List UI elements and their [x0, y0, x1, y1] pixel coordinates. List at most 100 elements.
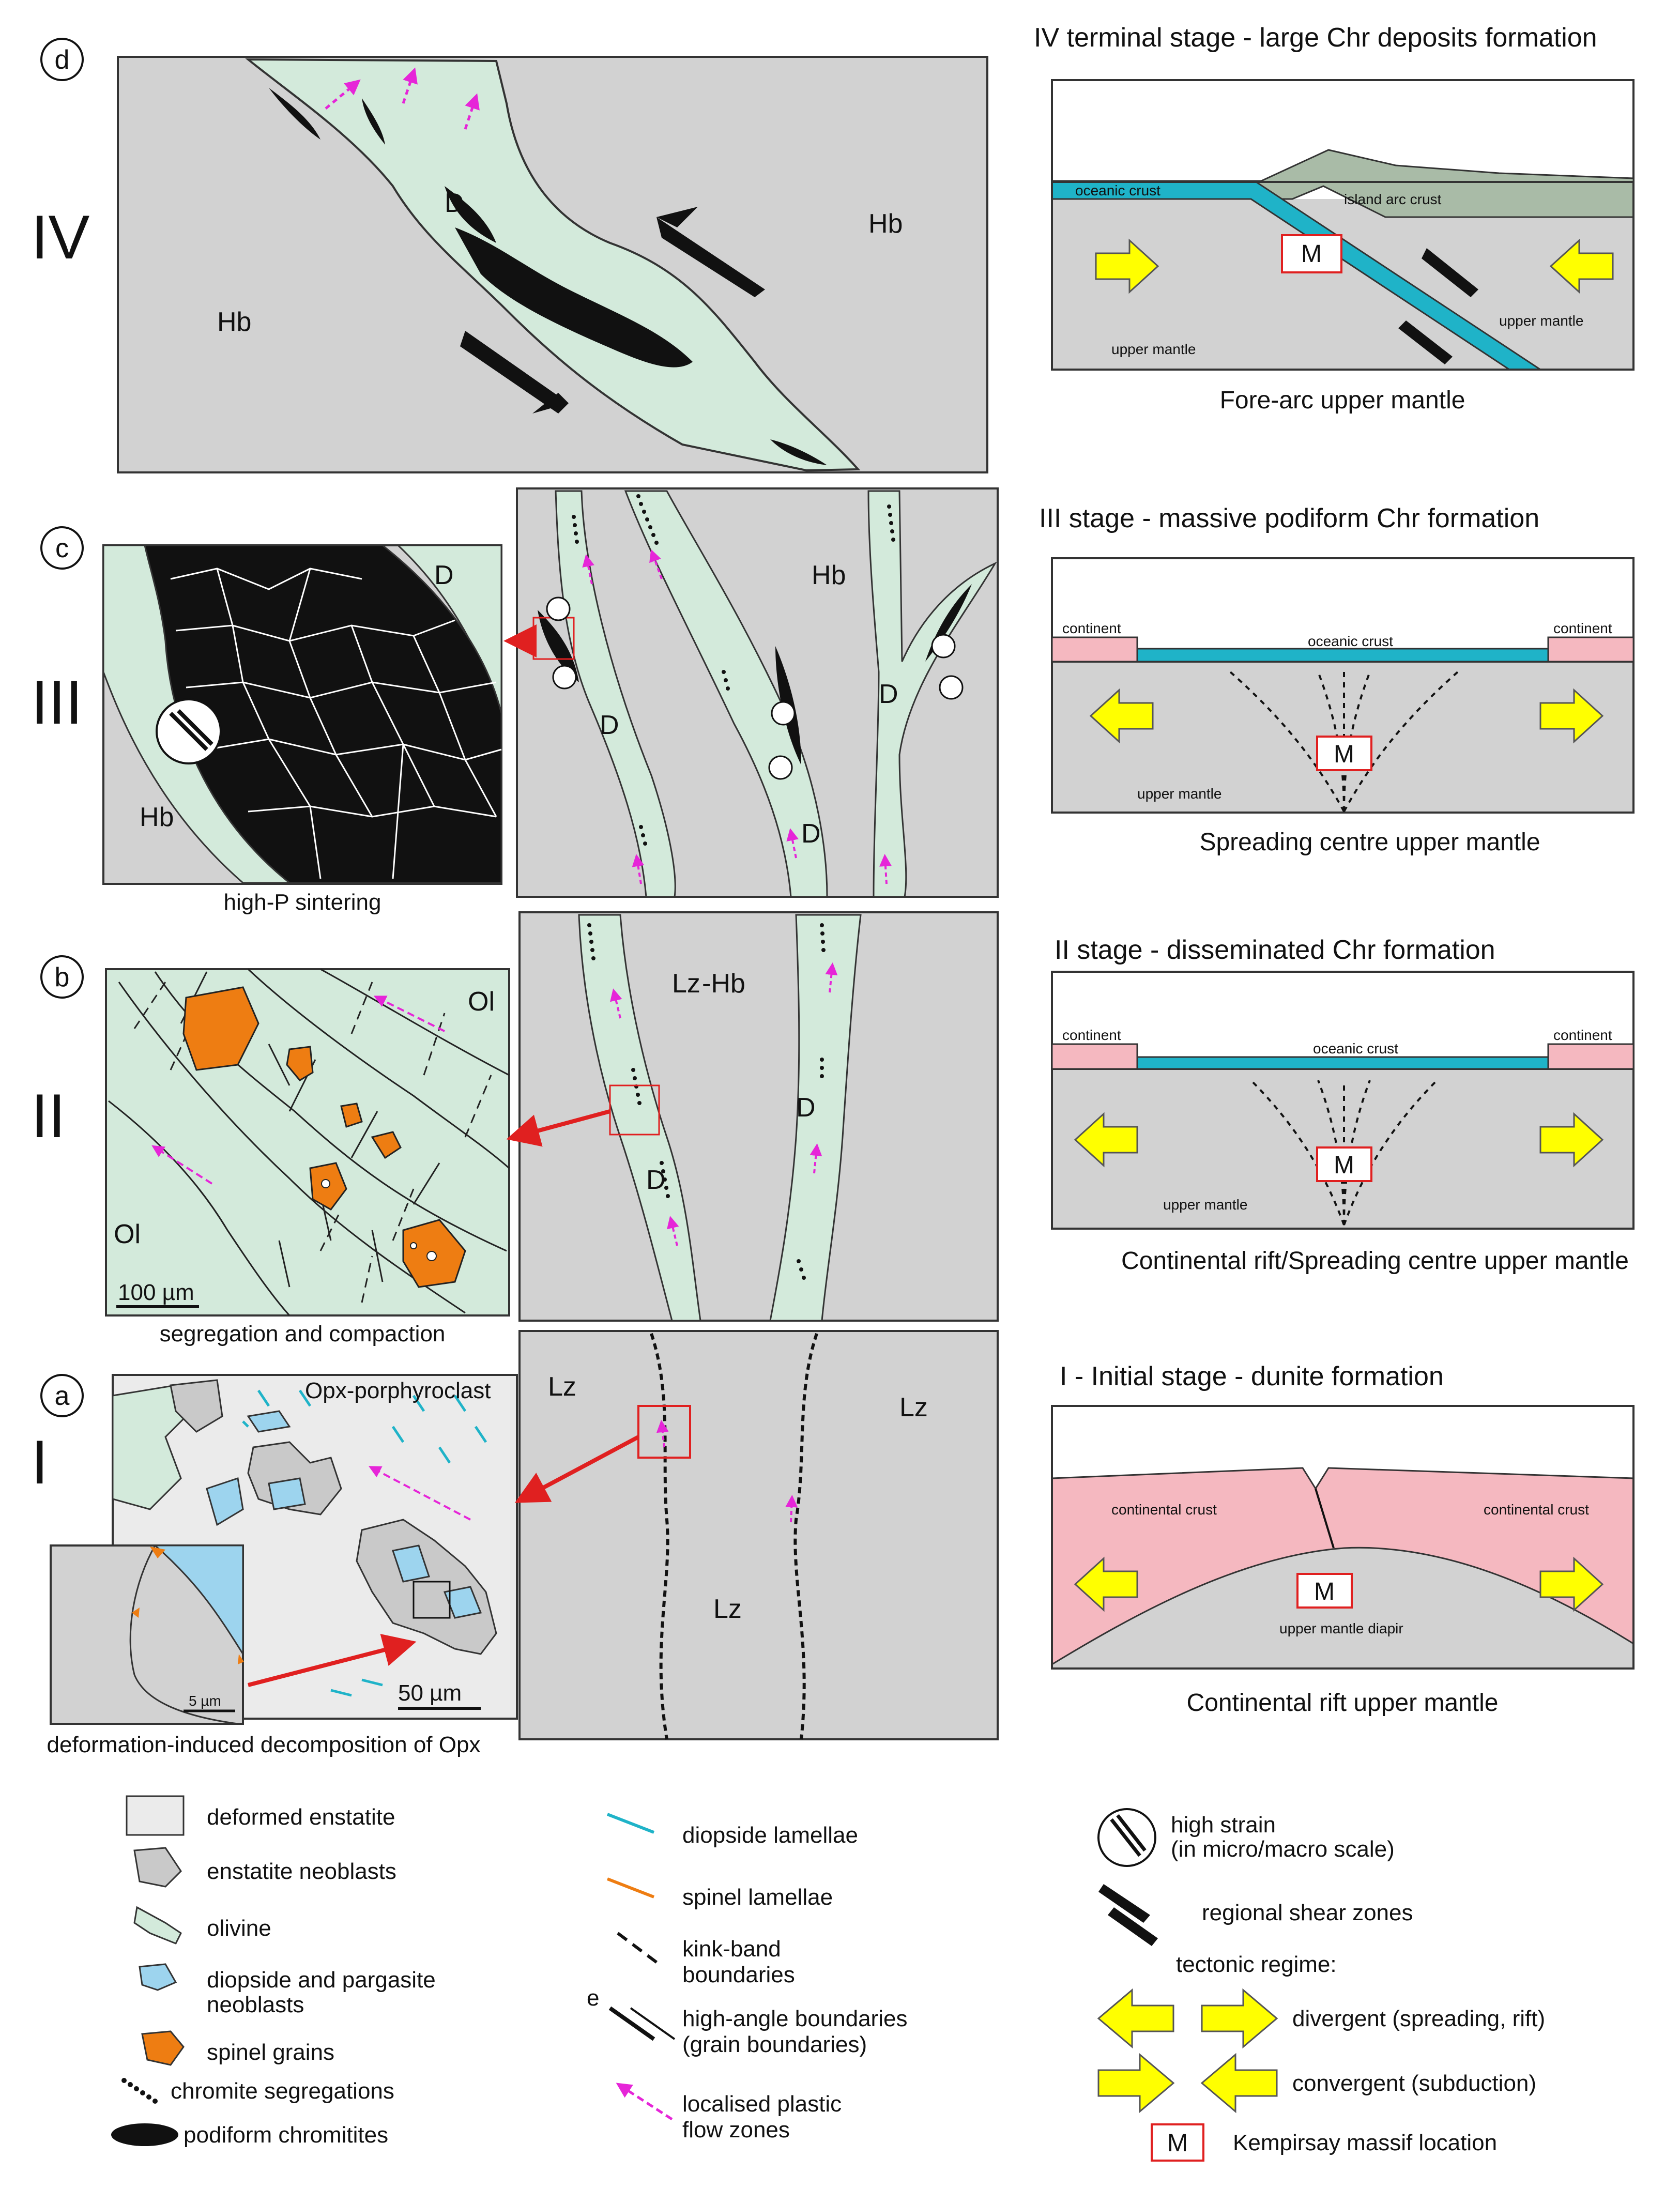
label-lz-1: Lz [548, 1372, 576, 1402]
legend-chromite-segregations: chromite segregations [171, 2078, 394, 2104]
diopside-neoblast [269, 1478, 305, 1509]
panel-letter-a: a [55, 1381, 70, 1411]
stage-iii-title: III stage - massive podiform Chr formati… [1039, 503, 1539, 533]
legend-swatch-deformed-enstatite [127, 1796, 184, 1835]
panel-letter-d: d [55, 45, 70, 75]
stage-roman-iii: III [31, 668, 83, 737]
legend-regional-shear: regional shear zones [1202, 1900, 1413, 1925]
legend-swatch-kink-band [618, 1933, 659, 1964]
stage-iv-caption: Fore-arc upper mantle [1220, 387, 1465, 414]
legend-high-angle: high-angle boundaries [682, 2006, 907, 2031]
label-oceanic-crust: oceanic crust [1313, 1040, 1398, 1057]
continent-right [1548, 637, 1633, 662]
legend-kempirsay: Kempirsay massif location [1233, 2130, 1497, 2155]
legend-swatch-enstatite-neoblasts [134, 1848, 181, 1887]
legend-grain-boundaries: (grain boundaries) [682, 2032, 867, 2057]
label-hb-b: -Hb [702, 969, 745, 999]
stage-iv-diagram: IV terminal stage - large Chr deposits f… [1034, 23, 1633, 414]
label-hb-right: Hb [868, 209, 903, 239]
legend-high-strain: high strain [1171, 1812, 1276, 1838]
continent-left [1052, 637, 1137, 662]
stage-ii-title: II stage - disseminated Chr formation [1055, 935, 1495, 965]
legend-tectonic-regime: tectonic regime: [1176, 1952, 1337, 1977]
panel-letter-b: b [55, 962, 70, 992]
caption-a: deformation-induced decomposition of Opx [47, 1732, 481, 1757]
legend-swatch-high-angle [631, 2008, 675, 2039]
legend: deformed enstatite enstatite neoblasts o… [111, 1796, 1545, 2161]
legend-kink-band: kink-band [682, 1936, 781, 1962]
continent-right [1548, 1044, 1633, 1069]
legend-swatch-olivine [134, 1907, 181, 1943]
panel-letter-c: c [55, 533, 69, 563]
stage-iii-caption: Spreading centre upper mantle [1199, 829, 1540, 856]
label-d-b2: D [796, 1093, 816, 1123]
legend-diopside-lamellae: diopside lamellae [682, 1823, 858, 1848]
legend-swatch-chromite-dots [121, 2078, 158, 2104]
scale-5um: 5 µm [189, 1693, 221, 1709]
label-ol-bottom: Ol [114, 1219, 141, 1249]
stage-i-caption: Continental rift upper mantle [1187, 1689, 1499, 1717]
legend-swatch-diopside-lamellae [607, 1814, 654, 1832]
legend-convergent-icon [1202, 2055, 1277, 2111]
label-hb-c: Hb [812, 560, 846, 590]
label-crust-left: continental crust [1111, 1502, 1217, 1518]
label-ol-top: Ol [468, 987, 495, 1017]
panel-c: c III Hb D high-P sintering [31, 488, 998, 915]
label-dunite: D [445, 188, 464, 218]
label-oceanic-crust: oceanic crust [1308, 633, 1393, 649]
legend-divergent-icon [1098, 1990, 1173, 2047]
legend-swatch-flow [620, 2086, 672, 2119]
label-continent-right: continent [1553, 620, 1612, 636]
stage-i-title: I - Initial stage - dunite formation [1060, 1361, 1444, 1391]
label-continent-left: continent [1062, 1027, 1121, 1043]
legend-localised-plastic: localised plastic [682, 2091, 842, 2117]
stage-iv-title: IV terminal stage - large Chr deposits f… [1034, 23, 1597, 53]
legend-stray-e: e [587, 1985, 599, 2011]
marker-m-ii: M [1334, 1152, 1354, 1179]
label-lz-b: Lz [672, 969, 700, 999]
scale-50um: 50 µm [398, 1680, 462, 1706]
legend-convergent-icon [1098, 2055, 1173, 2111]
label-upper-mantle-left: upper mantle [1111, 341, 1196, 357]
legend-swatch-high-angle [610, 2008, 654, 2039]
stage-iii-diagram: III stage - massive podiform Chr formati… [1039, 503, 1633, 856]
continent-left [1052, 1044, 1137, 1069]
marker-m-iv: M [1301, 240, 1322, 268]
label-continent-right: continent [1553, 1027, 1612, 1043]
legend-deformed-enstatite: deformed enstatite [207, 1804, 395, 1830]
label-opx-porphyroclast: Opx-porphyroclast [305, 1378, 491, 1403]
legend-convergent: convergent (subduction) [1292, 2071, 1536, 2096]
stage-ii-caption: Continental rift/Spreading centre upper … [1121, 1247, 1629, 1275]
legend-neoblasts: neoblasts [207, 1992, 304, 2017]
label-upper-mantle: upper mantle [1137, 786, 1221, 802]
legend-spinel-lamellae: spinel lamellae [682, 1885, 833, 1910]
legend-flow-zones: flow zones [682, 2117, 790, 2142]
label-upper-mantle: upper mantle [1163, 1197, 1247, 1213]
legend-enstatite-neoblasts: enstatite neoblasts [207, 1859, 396, 1884]
label-d-c1: D [600, 710, 619, 740]
inset-label-hb: Hb [140, 802, 174, 832]
label-crust-right: continental crust [1484, 1502, 1589, 1518]
legend-diopside-pargasite: diopside and pargasite [207, 1967, 436, 1993]
panel-a: a I Opx-porphyroclast 50 µm 5 [31, 1331, 998, 1757]
stage-i-diagram: I - Initial stage - dunite formation con… [1052, 1361, 1633, 1717]
label-d-c3: D [879, 679, 898, 709]
legend-swatch-spinel [142, 2031, 184, 2065]
legend-boundaries: boundaries [682, 1962, 795, 1987]
label-oceanic-crust: oceanic crust [1075, 182, 1160, 198]
stage-roman-iv: IV [31, 203, 89, 272]
inset-caption: high-P sintering [224, 890, 381, 915]
panel-b: b II Ol Ol 100 µm [31, 912, 998, 1346]
label-lz-3: Lz [713, 1594, 742, 1624]
label-island-arc-crust: island arc crust [1344, 191, 1442, 207]
legend-swatch-podiform [111, 2123, 178, 2146]
legend-divergent: divergent (spreading, rift) [1292, 2006, 1545, 2031]
stage-roman-i: I [31, 1428, 48, 1497]
legend-micro-macro: (in micro/macro scale) [1171, 1836, 1395, 1862]
legend-swatch-spinel-lamellae [607, 1879, 654, 1897]
stage-roman-ii: II [31, 1081, 66, 1151]
stage-ii-diagram: II stage - disseminated Chr formation co… [1052, 935, 1633, 1275]
oceanic-crust [1137, 1057, 1548, 1069]
label-d-b1: D [646, 1165, 666, 1195]
